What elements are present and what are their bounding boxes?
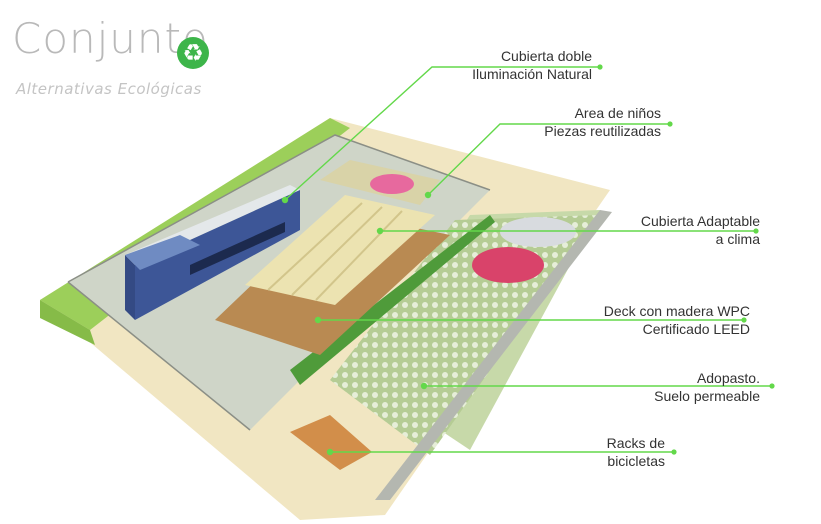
car-silver	[500, 217, 576, 247]
canopy-roof	[245, 195, 435, 305]
page-subtitle: Alternativas Ecológicas	[16, 80, 202, 98]
recycle-icon: ♻	[177, 37, 209, 69]
label-cubierta-adaptable: Cubierta Adaptable a clima	[640, 213, 760, 247]
fence-front	[67, 281, 251, 431]
page-title: Conjunto	[12, 14, 209, 63]
car-pink	[472, 247, 544, 283]
label-deck-wpc: Deck con madera WPC Certificado LEED	[603, 303, 750, 337]
road-curb	[375, 210, 612, 500]
lawn-strip	[40, 300, 95, 345]
hedge-row	[290, 215, 495, 385]
label-cubierta-doble: Cubierta doble Iluminación Natural	[472, 48, 592, 82]
label-adopasto: Adopasto. Suelo permeable	[654, 370, 760, 404]
building-glazing	[190, 222, 285, 275]
building-annex	[125, 235, 200, 270]
label-area-ninos: Area de niños Piezas reutilizadas	[544, 105, 661, 139]
label-racks-bicicletas: Racks de bicicletas	[606, 435, 665, 469]
bike-rack-platform	[290, 415, 372, 470]
building-front	[125, 255, 135, 320]
car-pink-small	[370, 174, 414, 194]
